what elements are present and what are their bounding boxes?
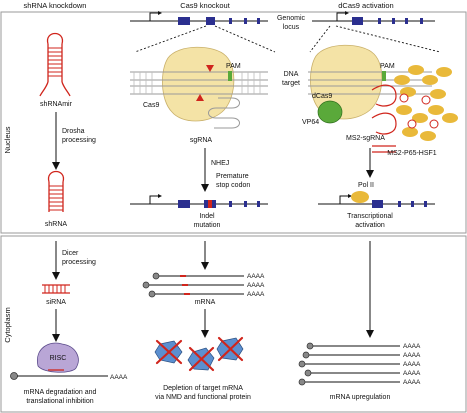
ms2-sgrna-loops <box>371 84 397 153</box>
premature-stop-label-1: Premature <box>216 173 249 180</box>
vp64-domain <box>317 100 343 124</box>
header-shrna-knockdown: shRNA knockdown <box>24 1 87 10</box>
genomic-locus-knockout <box>130 11 268 25</box>
cas9-label: Cas9 <box>143 102 159 109</box>
pam-site-act <box>382 71 386 81</box>
ms2-p65-hsf1-cluster <box>394 65 458 141</box>
mrna-degradation-label-1: mRNA degradation and <box>24 389 97 396</box>
pam-site-ko <box>228 71 232 81</box>
cytoplasm-label: Cytoplasm <box>3 307 12 342</box>
sgrna-label: sgRNA <box>190 137 213 144</box>
risc-label: RISC <box>50 355 67 362</box>
poly-a-up-1: AAAA <box>403 343 421 350</box>
cas9-protein <box>162 46 235 122</box>
transcriptional-activation-label-1: Transcriptional <box>347 213 393 220</box>
dna-target-helix-ko <box>130 71 268 95</box>
drosha-label-1: Drosha <box>62 128 85 135</box>
poly-a-up-5: AAAA <box>403 379 421 386</box>
dna-target-label-2: target <box>282 80 300 87</box>
cytoplasm-box <box>0 235 467 413</box>
depletion-label-1: Depletion of target mRNA <box>163 385 243 392</box>
zoom-line-right-act <box>335 25 441 53</box>
edited-locus <box>130 194 268 208</box>
mrna-strands-ko <box>142 272 244 298</box>
poly-a-up-4: AAAA <box>403 370 421 377</box>
mrna-strand-risc <box>10 369 108 380</box>
poly-a-up-2: AAAA <box>403 352 421 359</box>
indel-label-1: Indel <box>199 213 215 220</box>
pam-label-ko: PAM <box>226 63 241 70</box>
pam-label-act: PAM <box>380 63 395 70</box>
cut-site-bottom <box>196 94 204 101</box>
cut-site-top <box>206 65 214 72</box>
premature-stop-label-2: stop codon <box>216 182 250 189</box>
sgrna-scaffold <box>208 97 240 129</box>
header-dcas9-activation: dCas9 activation <box>338 1 393 10</box>
poly-a-ko-1: AAAA <box>247 273 265 280</box>
nucleus-label: Nucleus <box>3 126 12 153</box>
sirna-duplex <box>42 284 70 294</box>
depleted-proteins <box>154 336 244 372</box>
shrna-label: shRNA <box>45 221 68 228</box>
dicer-label-2: processing <box>62 259 96 266</box>
dcas9-label: dCas9 <box>312 93 332 100</box>
mrna-label-ko: mRNA <box>195 299 216 306</box>
zoom-line-left-ko <box>134 25 207 53</box>
activated-locus <box>318 194 435 208</box>
mrna-upregulation-label: mRNA upregulation <box>330 394 391 401</box>
shrnamir-label: shRNAmir <box>40 101 73 108</box>
ms2-sgrna-label: MS2-sgRNA <box>346 135 385 142</box>
mrna-degradation-label-2: translational inhibition <box>26 398 93 405</box>
zoom-line-left-act <box>309 25 331 53</box>
genomic-locus-label-2: locus <box>283 24 300 31</box>
shrna-hairpin <box>47 170 65 212</box>
header-cas9-knockout: Cas9 knockout <box>180 1 231 10</box>
dicer-label-1: Dicer <box>62 250 79 257</box>
genomic-locus-activation <box>312 11 435 25</box>
genomic-locus-label-1: Genomic <box>277 15 306 22</box>
risc-complex <box>36 342 79 373</box>
poly-a-risc: AAAA <box>110 374 128 381</box>
depletion-label-2: via NMD and functional protein <box>155 394 251 401</box>
drosha-label-2: processing <box>62 137 96 144</box>
poly-a-ko-2: AAAA <box>247 282 265 289</box>
indel-label-2: mutation <box>194 222 221 229</box>
vp64-label: VP64 <box>302 119 319 126</box>
nucleus-box <box>0 11 467 234</box>
pol2-label: Pol II <box>358 182 374 189</box>
shrnamir-hairpin <box>39 32 71 97</box>
mrna-strands-upregulated <box>298 342 400 386</box>
poly-a-ko-3: AAAA <box>247 291 265 298</box>
poly-a-up-3: AAAA <box>403 361 421 368</box>
dna-target-label-1: DNA <box>284 71 299 78</box>
zoom-line-right-ko <box>214 25 276 53</box>
nhej-label: NHEJ <box>211 160 229 167</box>
pol2-enzyme <box>351 191 369 203</box>
transcriptional-activation-label-2: activation <box>355 222 385 229</box>
dcas9-protein <box>310 44 383 120</box>
sirna-label: siRNA <box>46 299 66 306</box>
dna-ticks-ko <box>133 72 261 94</box>
ms2-p65-hsf1-label: MS2-P65-HSF1 <box>387 150 437 157</box>
